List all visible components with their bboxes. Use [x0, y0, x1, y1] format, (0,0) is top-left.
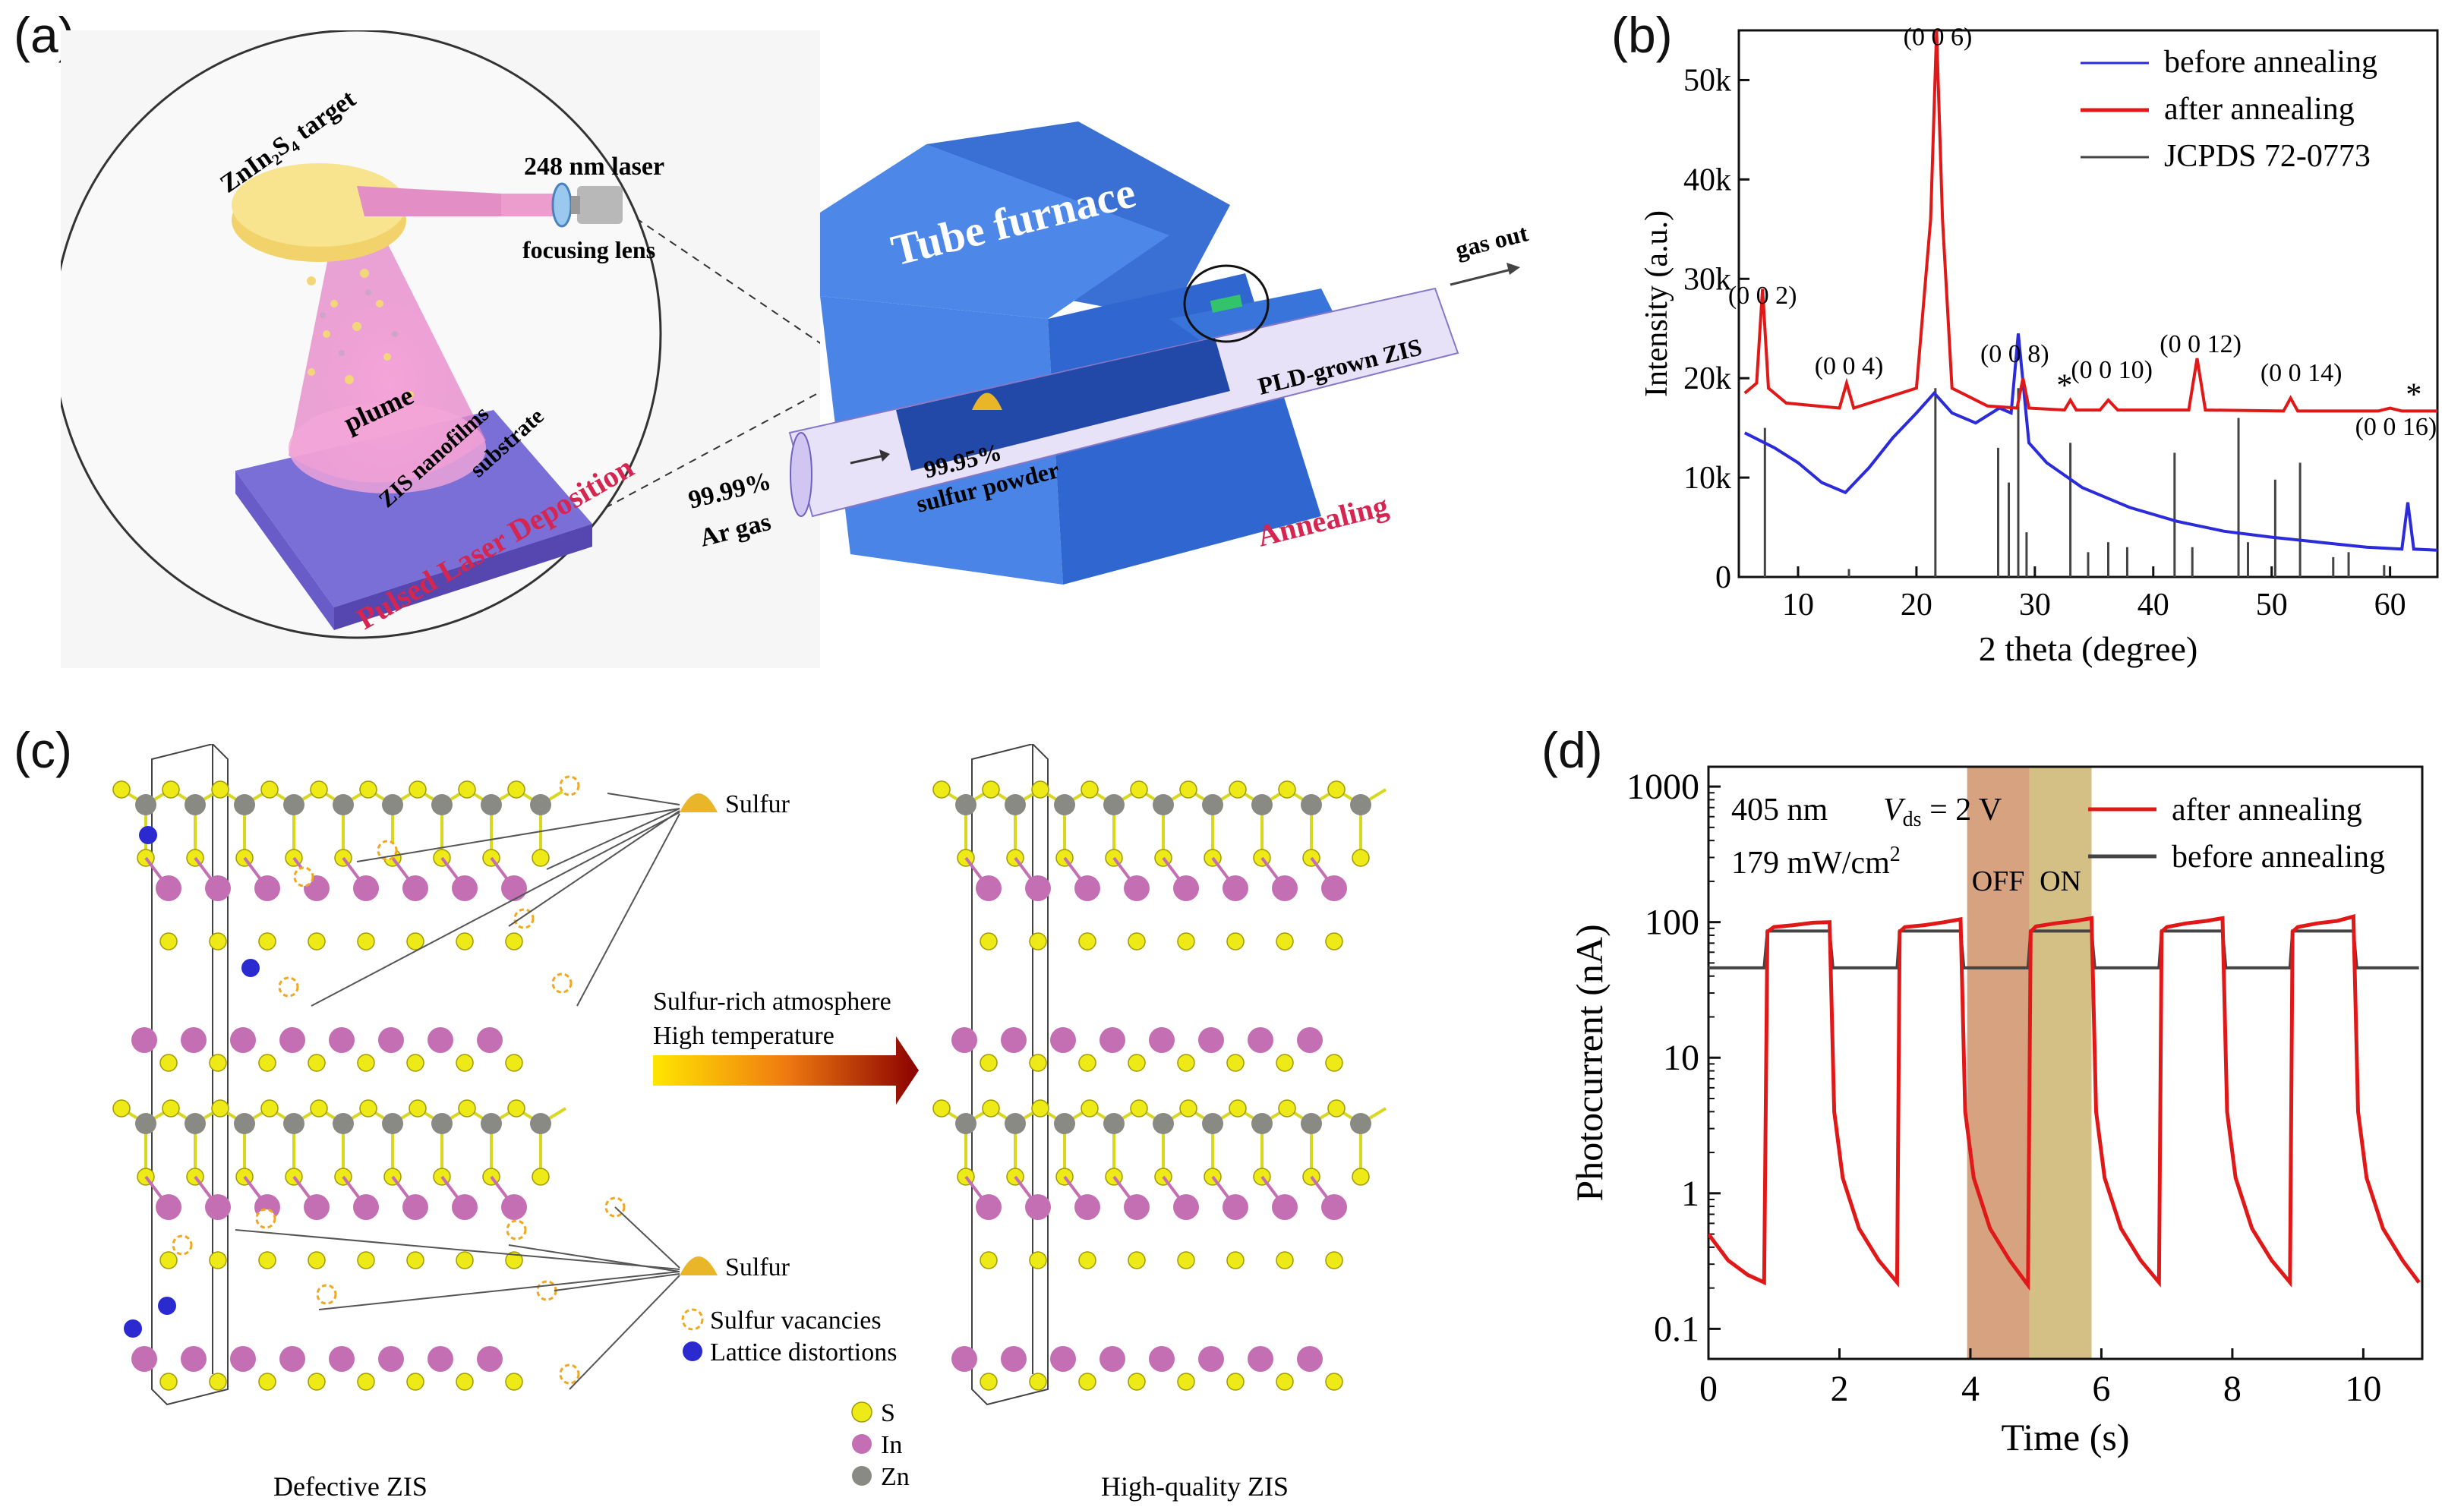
- sulfur-pile-bottom: [680, 1256, 718, 1275]
- xrd-x-tick-label: 50: [2256, 588, 2288, 623]
- pc-legend-label: before annealing: [2172, 840, 2385, 875]
- vacancy-legend-icon: [681, 1308, 704, 1331]
- off-shade: [1967, 767, 2030, 1359]
- arrow-line1: Sulfur-rich atmosphere: [653, 988, 891, 1016]
- legend-s: S: [881, 1399, 895, 1427]
- pc-x-axis-label: Time (s): [2001, 1416, 2129, 1458]
- pc-x-tick-label: 0: [1699, 1369, 1718, 1409]
- xrd-peak-annotation: *: [2056, 369, 2072, 404]
- xrd-peak-annotation: (0 0 12): [2160, 330, 2242, 358]
- crystal-structure-illustration: Sulfur-rich atmosphere High temperature …: [112, 744, 1387, 1502]
- before-annealing-line: [1743, 333, 2437, 552]
- xrd-legend-label: after annealing: [2164, 92, 2355, 127]
- legend-zn: Zn: [881, 1463, 910, 1491]
- after-annealing-line: [1743, 30, 2437, 413]
- xrd-peak-annotation: *: [2406, 378, 2421, 413]
- xrd-peak-annotation: (0 0 4): [1815, 352, 1884, 380]
- pc-x-tick-label: 6: [2092, 1369, 2110, 1409]
- zn-legend-icon: [852, 1466, 872, 1486]
- xrd-chart: 10 20 30 40 50 60 0 10k 20k 30k 40k 50k 2 theta (deg…: [1639, 24, 2439, 668]
- legend-distortion: Lattice distortions: [710, 1338, 897, 1367]
- gas-out-label: gas out: [1453, 219, 1531, 263]
- lens-label: focusing lens: [522, 236, 655, 263]
- xrd-peak-annotation: (0 0 6): [1904, 24, 1973, 52]
- xrd-x-tick-label: 40: [2137, 588, 2169, 623]
- xrd-y-tick-label: 50k: [1683, 63, 1731, 98]
- laser-source: [577, 186, 623, 224]
- high-quality-lattice: [932, 744, 1387, 1406]
- panel-b-label: (b): [1611, 7, 1673, 63]
- pc-legend-label: after annealing: [2172, 793, 2362, 828]
- xrd-legend-label: JCPDS 72-0773: [2164, 139, 2371, 174]
- xrd-y-axis-label: Intensity (a.u.): [1639, 210, 1674, 397]
- distortion-legend-icon: [683, 1341, 702, 1361]
- xrd-legend-label: before annealing: [2164, 45, 2377, 80]
- xrd-x-tick-label: 30: [2019, 588, 2051, 623]
- sulfur-pointer-lines: [235, 793, 680, 1390]
- xrd-x-tick-label: 10: [1782, 588, 1814, 623]
- pc-y-tick-label: 100: [1645, 903, 1699, 943]
- xrd-x-tick-label: 60: [2374, 588, 2406, 623]
- pc-y-tick-label: 1000: [1626, 767, 1699, 807]
- xrd-peak-annotation: (0 0 2): [1728, 282, 1797, 310]
- defective-lattice: [112, 744, 626, 1406]
- xrd-y-tick-label: 40k: [1683, 162, 1731, 197]
- s-legend-icon: [851, 1401, 872, 1423]
- caption-high-quality: High-quality ZIS: [1101, 1471, 1289, 1502]
- condition-wavelength: 405 nm: [1731, 793, 1828, 828]
- arrow-line2: High temperature: [653, 1022, 834, 1050]
- xrd-y-tick-label: 0: [1715, 560, 1731, 595]
- caption-defective: Defective ZIS: [273, 1471, 427, 1502]
- sulfur-label-bottom: Sulfur: [725, 1253, 790, 1281]
- zis-sample: [1210, 295, 1243, 313]
- ar-gas-label: Ar gas: [697, 508, 774, 553]
- pc-y-tick-label: 1: [1681, 1174, 1699, 1214]
- xrd-y-tick-label: 30k: [1683, 262, 1731, 297]
- sample-highlight-circle: [1183, 264, 1270, 343]
- pc-y-tick-label: 0.1: [1654, 1309, 1699, 1349]
- xrd-peak-annotation: (0 0 14): [2261, 359, 2343, 387]
- legend-in: In: [881, 1431, 902, 1459]
- tube-furnace-illustration: Tube furnace gas out PLD-grown ZIS 99.99…: [686, 121, 1531, 585]
- on-shade: [2029, 767, 2092, 1359]
- focusing-lens: [551, 182, 573, 228]
- pc-y-tick-label: 10: [1663, 1038, 1699, 1078]
- panel-a-illustration: ZnIn₂S₄ target 248 nm laser focusing len…: [61, 30, 820, 668]
- sulfur-label-top: Sulfur: [725, 790, 790, 818]
- condition-power: 179 mW/cm2: [1731, 843, 1901, 881]
- laser-label: 248 nm laser: [524, 153, 664, 181]
- in-legend-icon: [852, 1434, 872, 1454]
- treatment-arrow: [653, 1036, 919, 1105]
- xrd-y-tick-label: 20k: [1683, 361, 1731, 396]
- sulfur-pile-top: [680, 793, 718, 812]
- after-annealing-photocurrent: [1708, 914, 2421, 1291]
- condition-vds: Vds = 2 V: [1883, 793, 2002, 831]
- sulfur-pile: [972, 392, 1002, 410]
- xrd-x-axis-label: 2 theta (degree): [1979, 629, 2198, 668]
- pc-x-tick-label: 8: [2223, 1369, 2242, 1409]
- on-label: ON: [2040, 865, 2081, 897]
- photocurrent-plot-frame: [1707, 765, 2424, 1360]
- xrd-x-tick-label: 20: [1901, 588, 1932, 623]
- pc-y-axis-label: Photocurrent (nA): [1568, 924, 1611, 1201]
- panel-c-label: (c): [14, 722, 72, 778]
- legend-vacancy: Sulfur vacancies: [710, 1307, 882, 1335]
- xrd-peak-annotation: (0 0 8): [1980, 340, 2049, 368]
- xrd-peak-annotation: (0 0 16): [2355, 413, 2437, 441]
- panel-d-label: (d): [1541, 722, 1603, 778]
- xrd-peak-annotation: (0 0 10): [2071, 356, 2153, 384]
- pc-x-tick-label: 4: [1961, 1369, 1980, 1409]
- plume-particles: [307, 269, 414, 399]
- pc-x-tick-label: 10: [2345, 1369, 2381, 1409]
- ar-purity-label: 99.99%: [686, 467, 774, 515]
- laser-beam: [357, 186, 501, 216]
- xrd-y-tick-label: 10k: [1683, 461, 1731, 496]
- off-label: OFF: [1972, 865, 2025, 897]
- pc-x-tick-label: 2: [1830, 1369, 1848, 1409]
